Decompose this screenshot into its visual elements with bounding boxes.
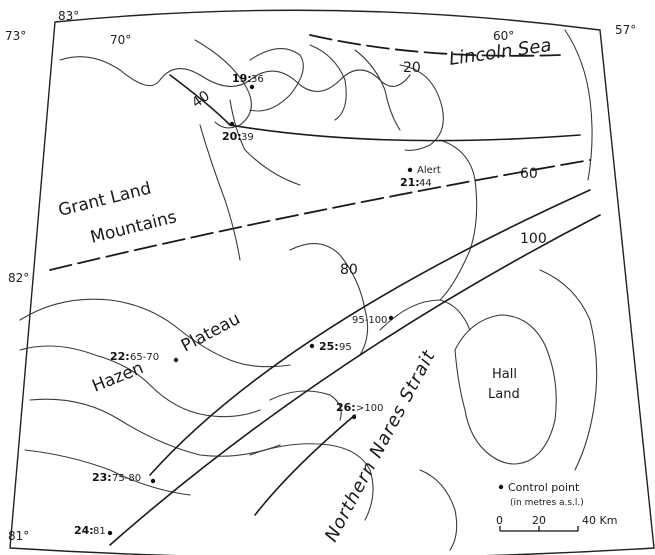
isoline-label-100: 100: [520, 231, 547, 247]
coast-ne: [564, 29, 593, 181]
control-point-dot: [150, 478, 156, 484]
isoline-100-b: [254, 414, 356, 516]
map-frame: [9, 9, 655, 555]
hall-label: Hall: [492, 367, 517, 382]
isoline-label-20: 20: [403, 60, 421, 76]
coast-south-1: [29, 398, 281, 457]
fiord-4: [354, 49, 401, 131]
scale-label-40: 40 Km: [582, 514, 617, 527]
control-point-23: 23: 75-80: [92, 471, 156, 484]
lat-label-81: 81°: [8, 529, 29, 543]
lake-1: [269, 390, 342, 421]
control-point-value: 95-100: [352, 315, 387, 326]
control-point-id: 22:: [110, 350, 130, 363]
coast-strait-n: [379, 299, 471, 331]
control-point-26: 26: >100: [336, 401, 383, 420]
isoline-40-a: [169, 74, 231, 126]
control-point-25: 25: 95: [309, 340, 352, 353]
plateau-label: Plateau: [178, 309, 244, 357]
coast-greenland: [539, 269, 598, 471]
coast-greenland-s: [419, 469, 458, 551]
isoline-60: [49, 159, 591, 271]
grant-land-label: Grant Land: [56, 178, 153, 220]
lon-label-60: 60°: [493, 29, 514, 43]
fiord-3: [309, 44, 347, 121]
lat-label-82: 82°: [8, 271, 29, 285]
control-point-21: Alert 21: 44: [400, 165, 441, 189]
control-point-id: 26:: [336, 401, 356, 414]
control-point-value: 36: [251, 74, 264, 85]
control-point-value: >100: [356, 403, 383, 414]
isoline-40-b: [229, 124, 581, 142]
coast-east: [439, 139, 478, 301]
scale-label-0: 0: [496, 514, 503, 527]
coast-strait-w: [249, 443, 374, 521]
control-point-id: 23:: [92, 471, 112, 484]
isoline-100: [109, 214, 601, 546]
river-3: [289, 243, 369, 356]
lon-label-57: 57°: [615, 23, 636, 37]
scale-label-20: 20: [532, 514, 546, 527]
control-point-95-100: 95-100: [352, 315, 394, 326]
isoline-label-60: 60: [520, 166, 538, 182]
graticule-labels: 83° 73° 70° 60° 57° 82° 81°: [5, 9, 636, 543]
control-point-dot: [229, 121, 235, 127]
hall-land: [454, 314, 557, 465]
legend: Control point (in metres a.s.l.) 0 20 40…: [496, 481, 617, 532]
control-point-20: 20: 39: [222, 121, 254, 143]
place-names: Lincoln Sea Grant Land Mountains Hazen P…: [56, 35, 552, 546]
lon-label-73: 73°: [5, 29, 26, 43]
control-point-id: 21:: [400, 176, 420, 189]
lon-label-70: 70°: [110, 33, 131, 47]
control-point-id: 19:: [232, 72, 252, 85]
control-point-dot: [173, 357, 179, 363]
isoline-20: [309, 34, 561, 57]
isoline-label-80: 80: [340, 262, 358, 278]
control-point-value: 95: [339, 342, 352, 353]
control-point-value: 39: [241, 132, 254, 143]
control-point-id: 25:: [319, 340, 339, 353]
land-label: Land: [488, 387, 520, 402]
control-point-22: 22: 65-70: [110, 350, 179, 363]
control-points: 19: 36 20: 39 Alert 21: 44 95-100 25: 95…: [74, 72, 441, 537]
control-point-dot: [407, 167, 413, 173]
control-point-id: 20:: [222, 130, 242, 143]
river-1: [199, 124, 241, 261]
legend-units: (in metres a.s.l.): [510, 498, 584, 508]
control-point-value: 81: [93, 526, 106, 537]
mountains-label: Mountains: [88, 207, 178, 248]
coast-south-2: [24, 449, 191, 496]
coast-hazen-s: [19, 345, 261, 418]
control-point-dot: [107, 530, 113, 536]
isoline-labels: 20 40 60 80 100: [189, 60, 547, 278]
control-point-value: 65-70: [130, 352, 159, 363]
lat-label-83: 83°: [58, 9, 79, 23]
river-2: [229, 99, 301, 186]
coastline-north: [59, 56, 411, 92]
control-point-value: 44: [419, 178, 432, 189]
control-point-dot: [249, 84, 255, 90]
strait-label: Northern Nares Strait: [321, 347, 440, 546]
control-point-value: 75-80: [112, 473, 141, 484]
fiord-5: [399, 64, 444, 151]
isolines: [49, 34, 601, 546]
coast-hazen-n: [19, 298, 291, 368]
control-point-name: Alert: [417, 165, 441, 176]
control-point-dot: [309, 343, 315, 349]
legend-control-point: Control point: [508, 481, 580, 494]
control-point-id: 24:: [74, 524, 94, 537]
control-point-dot: [351, 414, 357, 420]
control-point-24: 24: 81: [74, 524, 113, 537]
control-point-dot: [388, 315, 394, 321]
isoline-80: [149, 189, 591, 476]
isoline-label-40: 40: [189, 88, 213, 111]
fiord-1: [194, 39, 252, 129]
fiord-2: [249, 48, 304, 112]
control-point-19: 19: 36: [232, 72, 264, 90]
coastlines: [19, 29, 598, 551]
legend-dot: [498, 484, 504, 490]
